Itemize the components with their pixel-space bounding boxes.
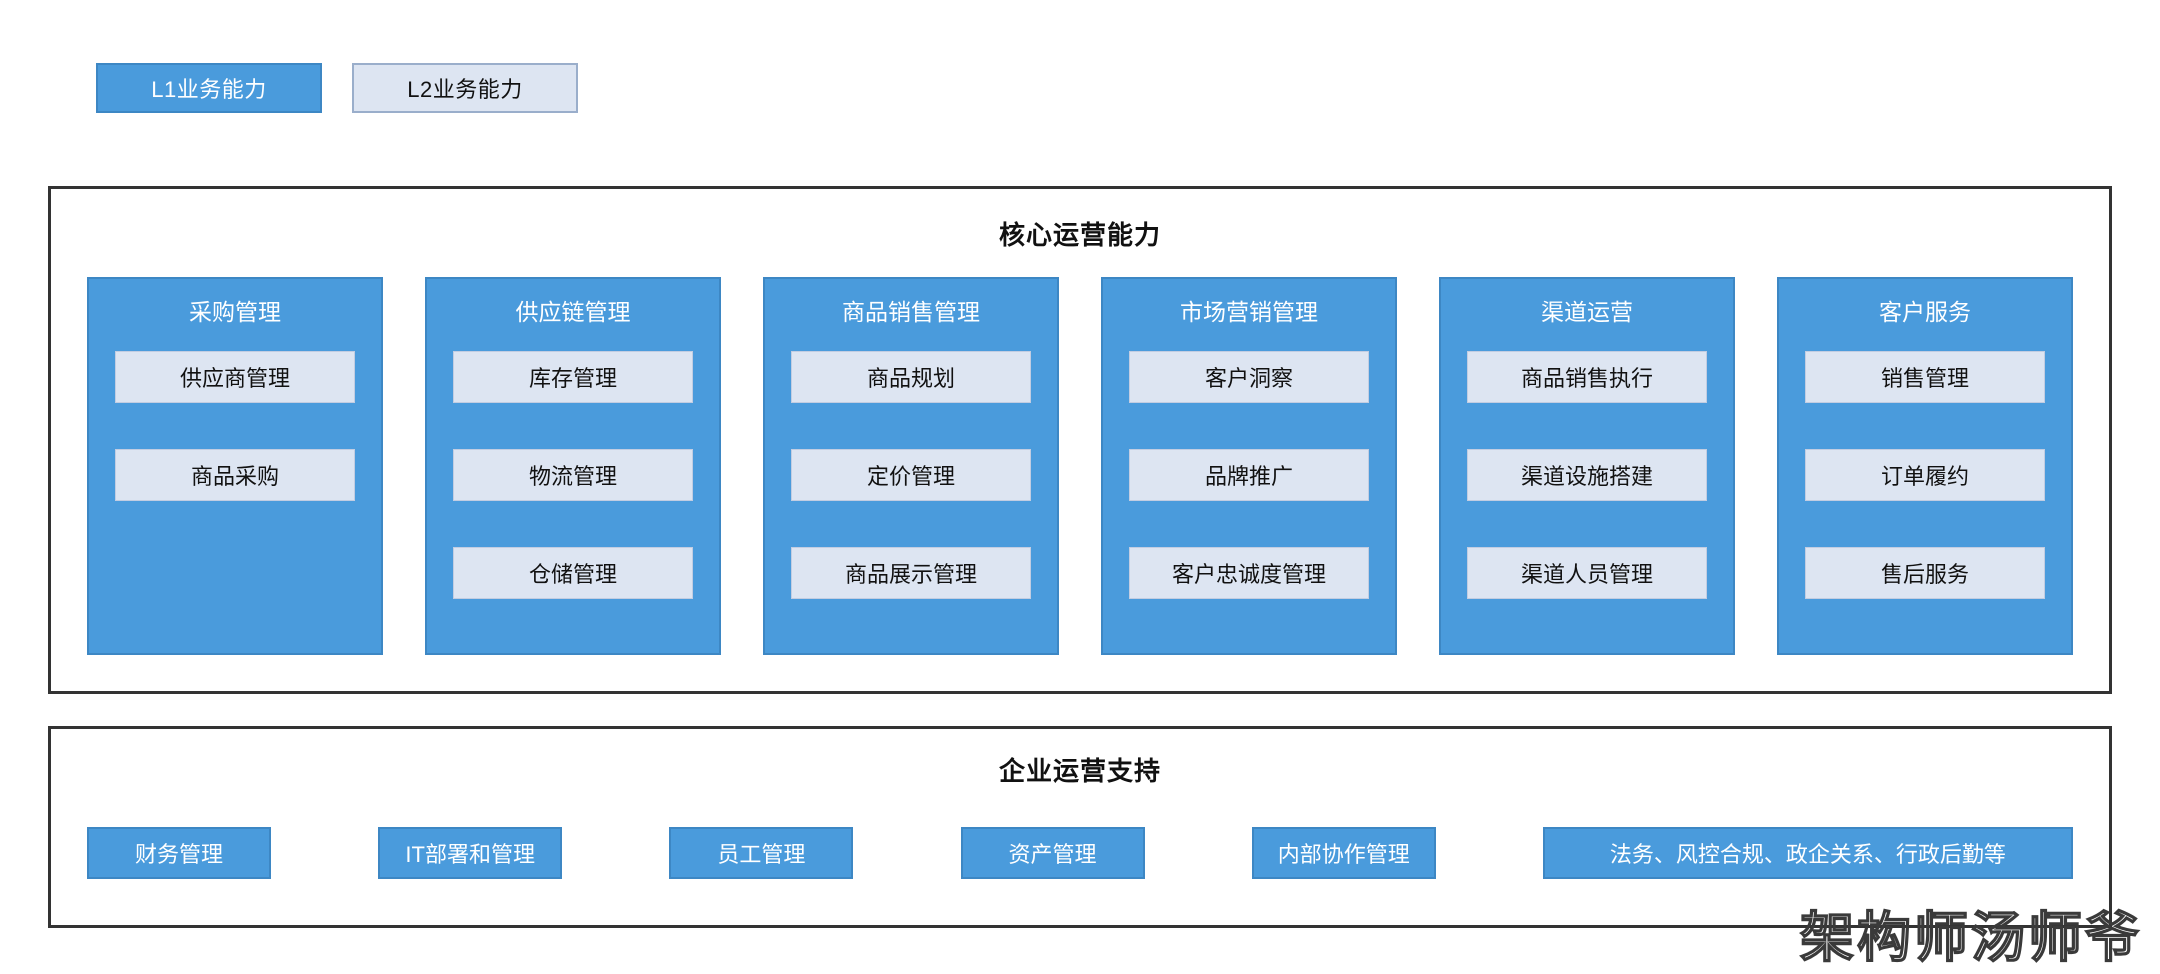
- l2-capability-box[interactable]: 库存管理: [453, 351, 693, 403]
- l2-capability-box[interactable]: 商品展示管理: [791, 547, 1031, 599]
- support-item-it[interactable]: IT部署和管理: [378, 827, 563, 879]
- enterprise-support-panel: 企业运营支持 财务管理 IT部署和管理 员工管理 资产管理 内部协作管理 法务、…: [48, 726, 2112, 928]
- l2-capability-box[interactable]: 客户忠诚度管理: [1129, 547, 1369, 599]
- l2-capability-box[interactable]: 商品规划: [791, 351, 1031, 403]
- core-capability-columns: 采购管理 供应商管理 商品采购 供应链管理 库存管理 物流管理 仓储管理 商品销…: [87, 277, 2073, 655]
- l2-capability-box[interactable]: 销售管理: [1805, 351, 2045, 403]
- l1-column-title: 客户服务: [1879, 299, 1971, 325]
- l1-column-title: 渠道运营: [1541, 299, 1633, 325]
- legend-item-l2-label: L2业务能力: [407, 77, 523, 102]
- support-item-employee[interactable]: 员工管理: [669, 827, 854, 879]
- l2-capability-box[interactable]: 订单履约: [1805, 449, 2045, 501]
- legend-item-l2: L2业务能力: [352, 63, 578, 113]
- l1-column-marketing[interactable]: 市场营销管理 客户洞察 品牌推广 客户忠诚度管理: [1101, 277, 1397, 655]
- legend-item-l1-label: L1业务能力: [151, 77, 267, 102]
- l2-capability-box[interactable]: 物流管理: [453, 449, 693, 501]
- core-operations-title: 核心运营能力: [998, 220, 1161, 250]
- l2-capability-box[interactable]: 客户洞察: [1129, 351, 1369, 403]
- support-item-asset[interactable]: 资产管理: [960, 827, 1145, 879]
- support-item-legal-and-admin[interactable]: 法务、风控合规、政企关系、行政后勤等: [1542, 827, 2073, 879]
- l2-capability-box[interactable]: 供应商管理: [115, 351, 355, 403]
- l1-column-procurement[interactable]: 采购管理 供应商管理 商品采购: [87, 277, 383, 655]
- l1-column-title: 采购管理: [189, 299, 281, 325]
- legend: L1业务能力 L2业务能力: [96, 63, 578, 113]
- l1-column-title: 市场营销管理: [1180, 299, 1318, 325]
- l1-column-channel-operations[interactable]: 渠道运营 商品销售执行 渠道设施搭建 渠道人员管理: [1439, 277, 1735, 655]
- l2-capability-box[interactable]: 商品销售执行: [1467, 351, 1707, 403]
- support-item-finance[interactable]: 财务管理: [87, 827, 271, 879]
- l2-capability-box[interactable]: 定价管理: [791, 449, 1031, 501]
- legend-item-l1: L1业务能力: [96, 63, 322, 113]
- l1-column-customer-service[interactable]: 客户服务 销售管理 订单履约 售后服务: [1777, 277, 2073, 655]
- enterprise-support-items: 财务管理 IT部署和管理 员工管理 资产管理 内部协作管理 法务、风控合规、政企…: [87, 827, 2073, 879]
- l1-column-product-sales[interactable]: 商品销售管理 商品规划 定价管理 商品展示管理: [763, 277, 1059, 655]
- l1-column-title: 商品销售管理: [842, 299, 980, 325]
- support-item-internal-collaboration[interactable]: 内部协作管理: [1251, 827, 1436, 879]
- l2-capability-box[interactable]: 商品采购: [115, 449, 355, 501]
- l1-column-supply-chain[interactable]: 供应链管理 库存管理 物流管理 仓储管理: [425, 277, 721, 655]
- enterprise-support-title: 企业运营支持: [998, 756, 1161, 786]
- l2-capability-box[interactable]: 售后服务: [1805, 547, 2045, 599]
- core-operations-panel: 核心运营能力 采购管理 供应商管理 商品采购 供应链管理 库存管理 物流管理 仓…: [48, 186, 2112, 694]
- l2-capability-box[interactable]: 仓储管理: [453, 547, 693, 599]
- l2-capability-box[interactable]: 品牌推广: [1129, 449, 1369, 501]
- l2-capability-box[interactable]: 渠道设施搭建: [1467, 449, 1707, 501]
- l2-capability-box[interactable]: 渠道人员管理: [1467, 547, 1707, 599]
- l1-column-title: 供应链管理: [515, 299, 631, 325]
